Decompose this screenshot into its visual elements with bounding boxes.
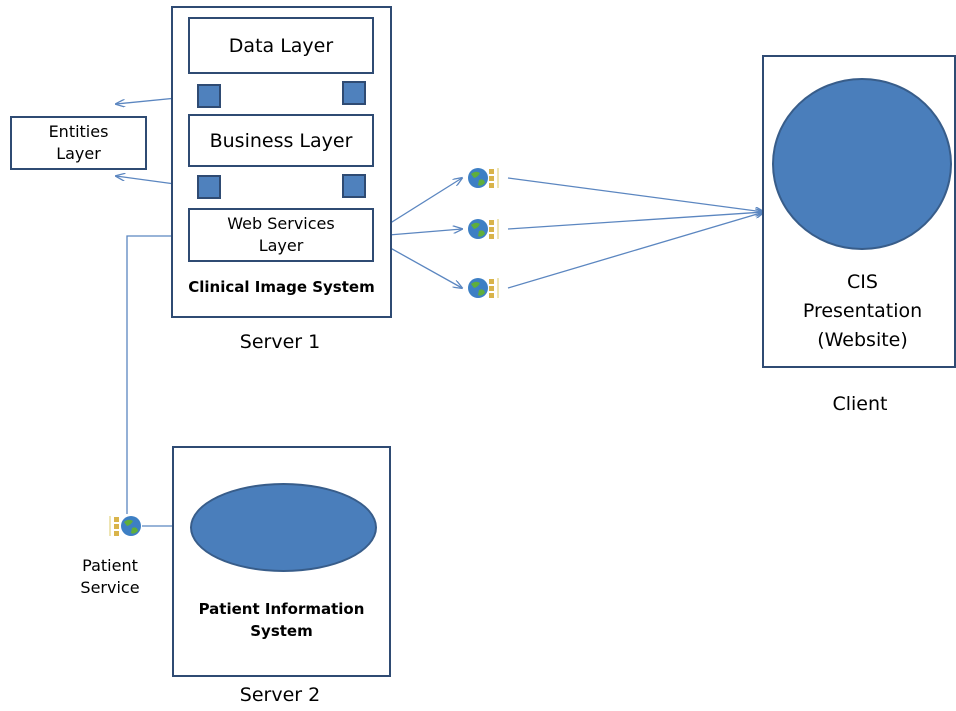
business-layer-label: Business Layer — [209, 129, 353, 152]
server-2-caption: Server 2 — [239, 684, 321, 706]
web-services-layer: Web Services Layer — [188, 208, 374, 262]
server-1-caption: Server 1 — [239, 331, 321, 353]
cis-presentation-ellipse — [772, 78, 952, 250]
entities-layer: Entities Layer — [10, 116, 147, 170]
web-services-layer-label: Web Services Layer — [227, 214, 335, 255]
patient-service-label: Patient Service — [80, 556, 140, 597]
square-connector-icon — [197, 175, 221, 199]
web-service-globe-icon — [468, 219, 499, 239]
patient-information-system-ellipse — [190, 483, 377, 572]
client-caption: Client — [832, 393, 888, 415]
patient-service-to-ws-arrow — [126, 236, 186, 514]
patient-information-system-label: Patient Information System — [198, 600, 365, 640]
web-service-globe-icon — [109, 516, 141, 536]
web-service-globe-icon — [468, 168, 499, 188]
cis-presentation-label: CIS Presentation (Website) — [802, 271, 923, 351]
web-service-globe-icon — [468, 278, 499, 298]
service-1-to-client-arrow — [507, 177, 764, 212]
square-connector-icon — [342, 81, 366, 105]
service-2-to-client-arrow — [507, 212, 764, 230]
data-layer: Data Layer — [188, 17, 374, 74]
square-connector-icon — [197, 84, 221, 108]
clinical-image-system-label: Clinical Image System — [188, 278, 375, 296]
entities-layer-label: Entities Layer — [48, 122, 109, 163]
service-3-to-client-arrow — [507, 212, 764, 289]
data-layer-label: Data Layer — [228, 34, 334, 57]
square-connector-icon — [342, 174, 366, 198]
business-layer: Business Layer — [188, 114, 374, 167]
